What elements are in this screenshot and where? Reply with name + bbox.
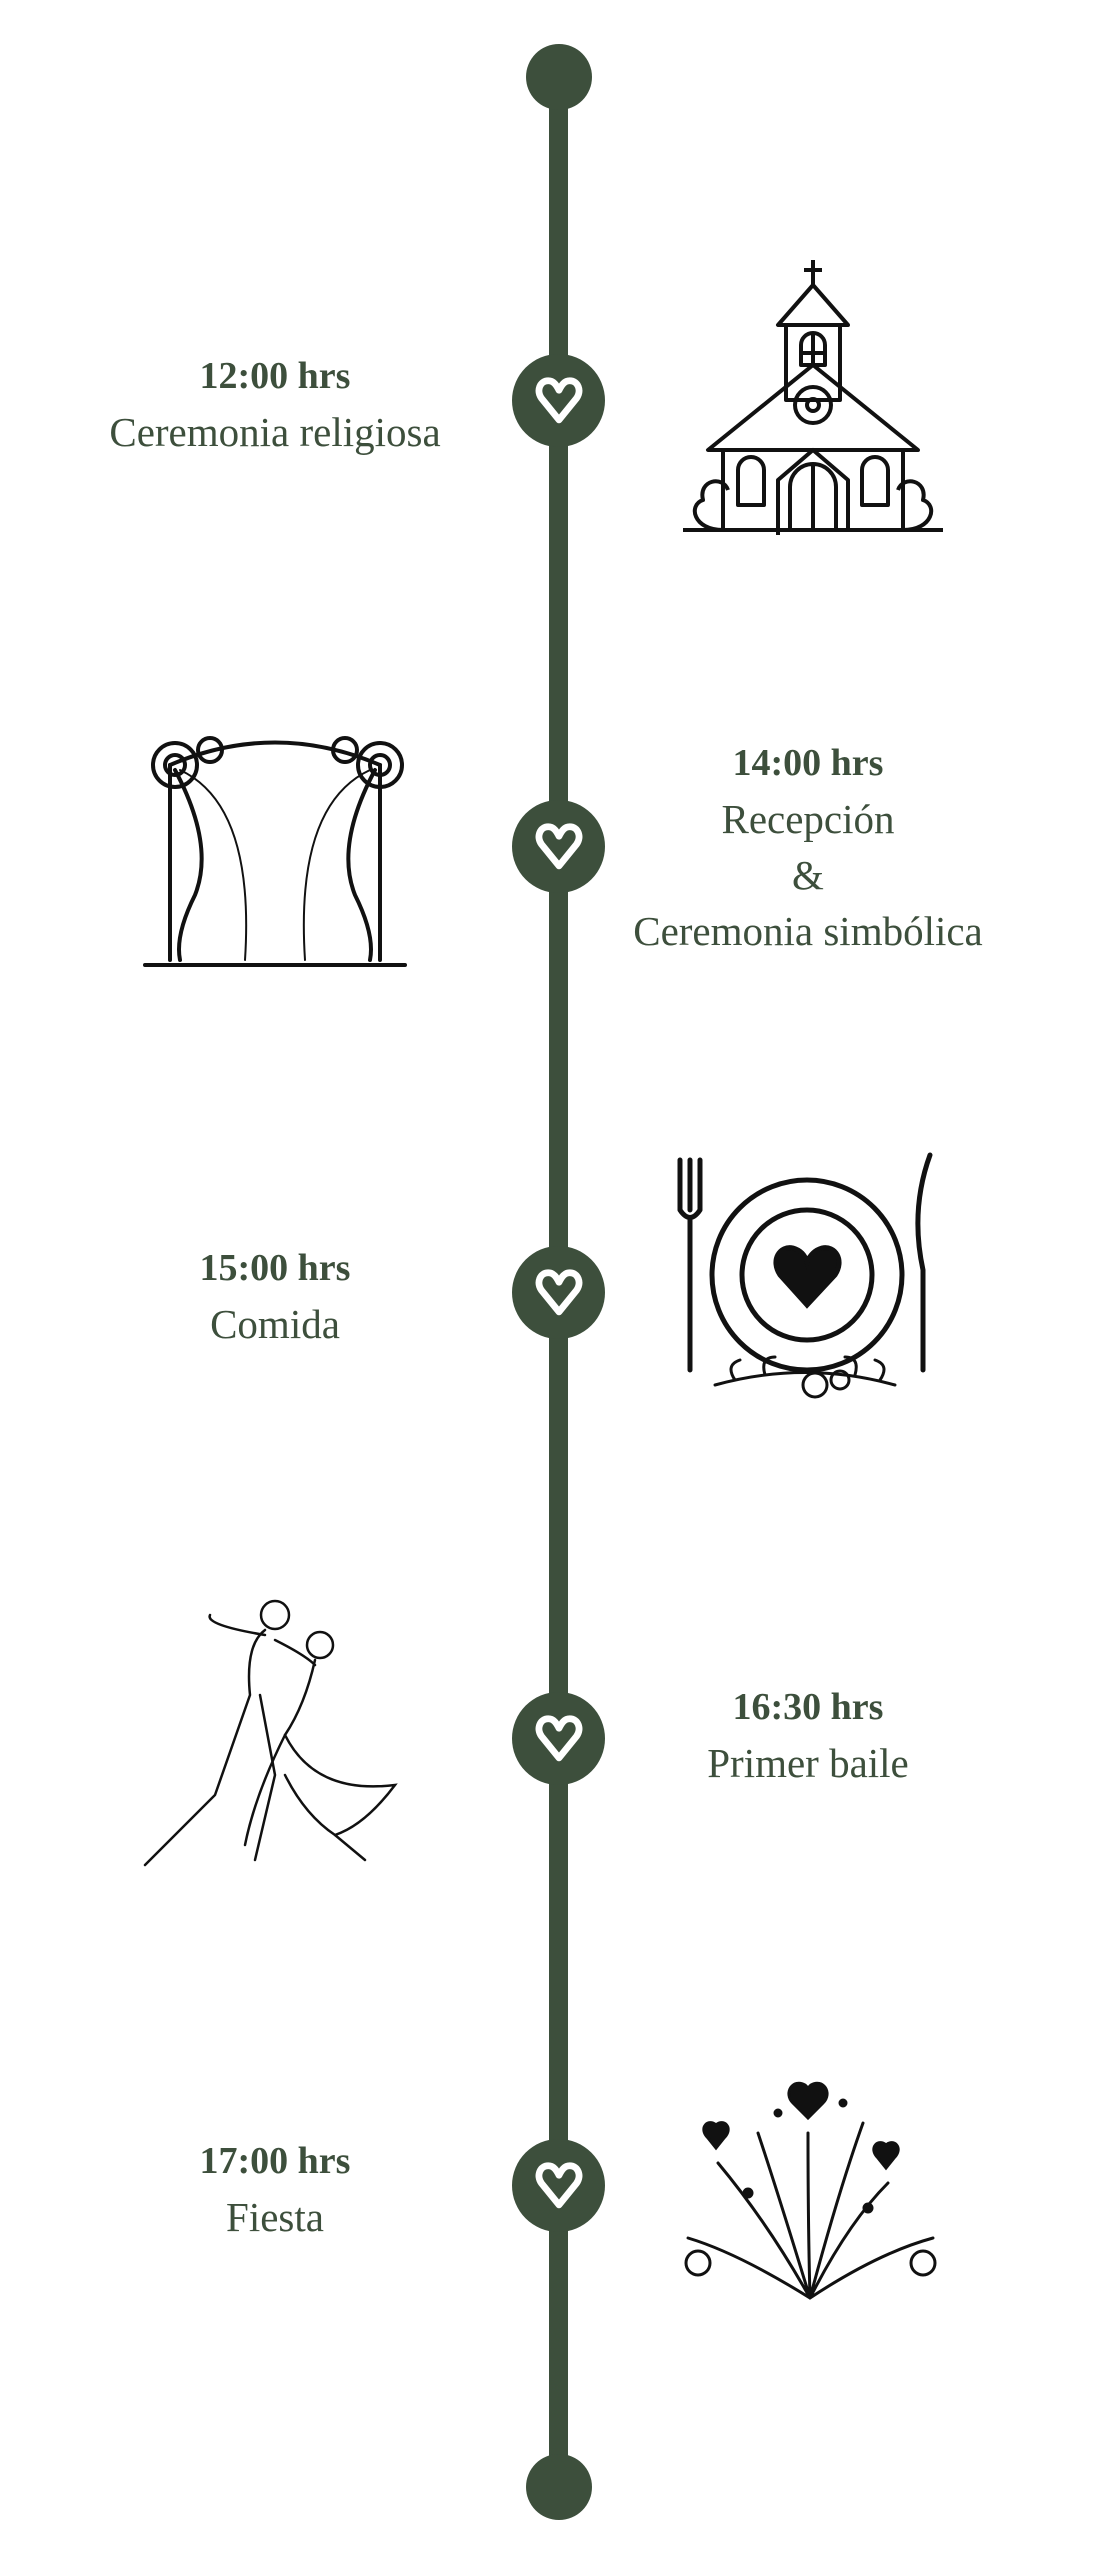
event-name-ampersand: & bbox=[792, 852, 824, 898]
event-name: Ceremonia simbólica bbox=[633, 908, 983, 954]
timeline-end-dot bbox=[526, 2454, 592, 2520]
heart-node bbox=[512, 1246, 605, 1339]
event-name: Fiesta bbox=[226, 2194, 324, 2240]
floral-arch-icon bbox=[135, 725, 415, 970]
event-name: Recepción bbox=[721, 796, 895, 842]
fireworks-icon bbox=[668, 2073, 953, 2303]
event-name: Primer baile bbox=[707, 1740, 909, 1786]
event-name: Comida bbox=[210, 1301, 340, 1347]
event-fiesta: 17:00 hrs Fiesta bbox=[35, 2133, 515, 2245]
heart-icon bbox=[535, 376, 582, 423]
heart-icon bbox=[535, 2161, 582, 2208]
event-time: 17:00 hrs bbox=[199, 2140, 351, 2182]
event-name: Ceremonia religiosa bbox=[109, 409, 441, 455]
event-time: 14:00 hrs bbox=[732, 742, 884, 784]
dancing-couple-icon bbox=[135, 1595, 415, 1875]
event-recepcion: 14:00 hrs Recepción & Ceremonia simbólic… bbox=[568, 735, 1048, 959]
heart-icon bbox=[535, 1268, 582, 1315]
heart-node bbox=[512, 800, 605, 893]
heart-icon bbox=[535, 1714, 582, 1761]
timeline-start-dot bbox=[526, 44, 592, 110]
event-ceremonia-religiosa: 12:00 hrs Ceremonia religiosa bbox=[35, 348, 515, 460]
heart-node bbox=[512, 1692, 605, 1785]
event-comida: 15:00 hrs Comida bbox=[35, 1240, 515, 1352]
church-icon bbox=[668, 255, 958, 540]
heart-node bbox=[512, 354, 605, 447]
heart-icon bbox=[535, 822, 582, 869]
event-time: 15:00 hrs bbox=[199, 1247, 351, 1289]
heart-node bbox=[512, 2139, 605, 2232]
event-time: 16:30 hrs bbox=[732, 1686, 884, 1728]
plate-cutlery-icon bbox=[665, 1150, 950, 1435]
event-primer-baile: 16:30 hrs Primer baile bbox=[568, 1679, 1048, 1791]
event-time: 12:00 hrs bbox=[199, 355, 351, 397]
